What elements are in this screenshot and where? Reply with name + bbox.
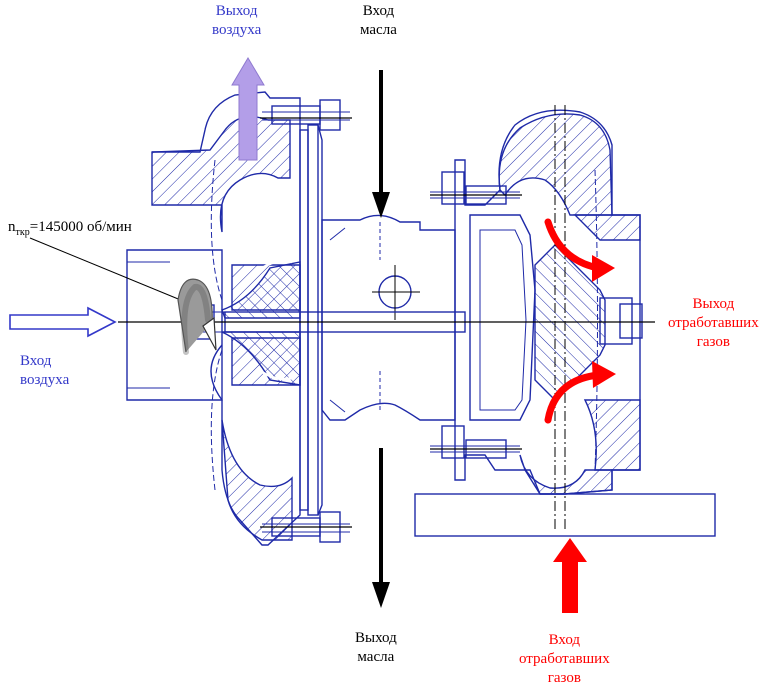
compressor-flow-arrow-icon — [261, 259, 293, 270]
speed-symbol: n — [8, 219, 16, 235]
exhaust-in-arrow-icon — [553, 538, 587, 613]
oil-in-arrow-icon — [372, 70, 390, 218]
oil-in-label-line-1: Вход — [362, 3, 395, 19]
compressor-flow-arrow-icon — [261, 370, 293, 381]
exhaust-out-label-line-3: газов — [696, 334, 730, 350]
speed-label: nткр=145000 об/мин — [8, 218, 132, 242]
air-out-arrow-icon — [231, 57, 265, 161]
exhaust-out-label-line-2: отработавших — [668, 315, 759, 331]
oil-out-label-line-1: Выход — [355, 630, 397, 646]
speed-leader-line — [29, 237, 206, 311]
air-in-label-line-2: воздуха — [20, 372, 70, 388]
exhaust-out-label: Выход отработавших газов — [668, 295, 759, 352]
exhaust-in-label-line-1: Вход — [548, 632, 581, 648]
exhaust-in-label: Вход отработавших газов — [519, 631, 610, 688]
air-out-label: Выход воздуха — [212, 2, 261, 40]
oil-out-label-line-2: масла — [357, 649, 395, 665]
oil-in-label-line-2: масла — [360, 22, 397, 38]
speed-value: =145000 об/мин — [29, 219, 132, 235]
oil-out-arrow-icon — [372, 448, 390, 608]
oil-in-label: Вход масла — [360, 2, 397, 40]
air-out-label-line-2: воздуха — [212, 22, 262, 38]
air-in-arrow-icon — [9, 306, 117, 338]
rotation-arrow-icon — [177, 278, 217, 355]
air-in-label: Вход воздуха — [20, 352, 69, 390]
exhaust-in-label-line-3: газов — [547, 670, 581, 686]
air-in-label-line-1: Вход — [20, 353, 52, 369]
air-out-label-line-1: Выход — [215, 3, 258, 19]
speed-subscript: ткр — [15, 227, 30, 238]
oil-out-label: Выход масла — [355, 629, 397, 667]
exhaust-out-label-line-1: Выход — [692, 296, 735, 312]
exhaust-out-arrow-icon — [544, 218, 615, 282]
exhaust-in-label-line-2: отработавших — [519, 651, 610, 667]
exhaust-out-arrow-icon — [544, 361, 616, 424]
